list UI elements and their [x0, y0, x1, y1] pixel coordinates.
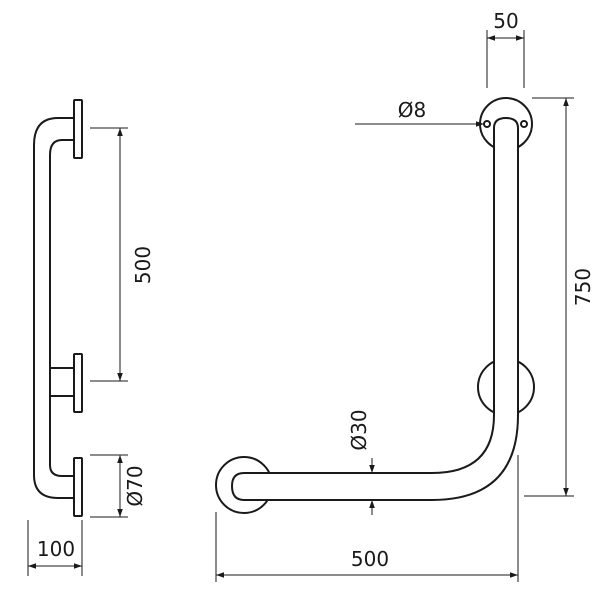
- front-bar-tube: [231, 117, 519, 501]
- side-top-flange-plate: [73, 99, 83, 159]
- side-bar-outer: [33, 117, 74, 499]
- front-flange-hole-right: [520, 120, 528, 128]
- front-offset-label: 50: [493, 9, 518, 33]
- front-view: 50 Ø8 750 Ø30 500: [215, 9, 595, 582]
- front-tube-label: Ø30: [347, 409, 371, 450]
- side-middle-flange-plate: [73, 353, 83, 413]
- front-width-label: 500: [351, 547, 389, 571]
- side-bottom-flange-plate: [73, 457, 83, 517]
- front-flange-hole-left: [483, 120, 491, 128]
- side-spacing-label: 500: [131, 246, 155, 284]
- side-flange-label: Ø70: [123, 465, 147, 506]
- side-middle-support-stem: [49, 367, 75, 397]
- front-height-label: 750: [571, 268, 595, 306]
- side-view: 500 Ø70 100: [27, 99, 155, 576]
- side-bar-inner: [49, 139, 74, 477]
- front-hole-label: Ø8: [398, 98, 426, 122]
- side-depth-label: 100: [37, 537, 75, 561]
